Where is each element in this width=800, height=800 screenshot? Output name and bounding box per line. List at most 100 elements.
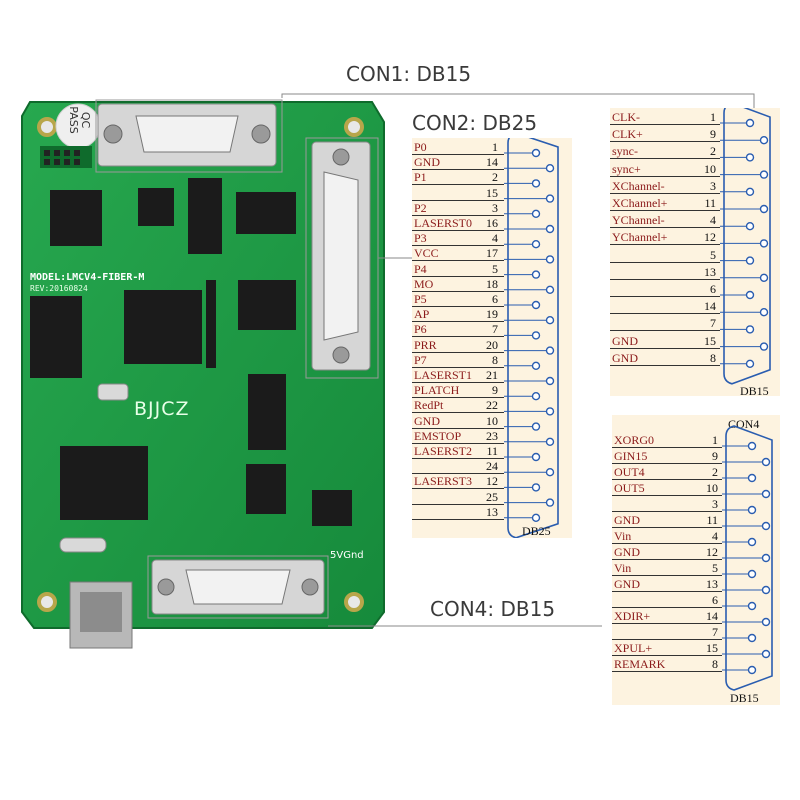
signal-name: OUT4 [614, 465, 645, 479]
signal-underline [412, 503, 504, 505]
pin-circle [747, 665, 757, 675]
pin-circle [545, 164, 555, 173]
pin-number: 5 [492, 261, 498, 276]
pin-number: 12 [486, 474, 498, 489]
pin-circle [759, 204, 769, 214]
pin-circle [531, 331, 541, 340]
signal-underline [610, 175, 720, 177]
con1-connector [97, 103, 277, 167]
signal-name: YChannel+ [612, 230, 668, 245]
signal-underline [412, 154, 504, 155]
pin-number: 15 [486, 185, 498, 200]
connector-callout-boxes [95, 99, 379, 619]
signal-underline [412, 382, 504, 383]
pin-number: 6 [712, 593, 718, 607]
signal-underline [412, 458, 504, 459]
signal-underline [610, 210, 720, 211]
pin-circle [545, 346, 555, 355]
pin-circle [747, 633, 757, 643]
power-label: 5VGnd [330, 550, 364, 561]
pin-circle [745, 290, 755, 300]
con2-connector [311, 141, 371, 371]
pin-number: 21 [486, 368, 498, 382]
pin-circle [761, 585, 771, 595]
pin-number: 9 [710, 127, 716, 142]
signal-underline [412, 442, 504, 444]
pin-circle [531, 179, 541, 188]
con4-pin-row: Vin 4 [612, 529, 780, 545]
crystal [97, 383, 129, 401]
pin-circle [531, 392, 541, 401]
pin-number: 12 [704, 230, 716, 245]
signal-name: XDIR+ [614, 609, 651, 623]
con2-pin-row: LASERST1 21 [412, 368, 572, 384]
pin-number: 4 [712, 529, 718, 543]
signal-name: CLK- [612, 110, 640, 124]
pin-number: 6 [492, 292, 498, 306]
pin-number: 8 [492, 352, 498, 367]
con1-pin-row: 14 [610, 299, 780, 315]
signal-name: Vin [614, 529, 632, 543]
pin-number: 24 [486, 459, 498, 474]
signal-underline [612, 607, 722, 608]
con1-pin-row: CLK-1 [610, 110, 780, 126]
signal-name: GND [614, 577, 640, 591]
pin-circle [747, 537, 757, 547]
pin-number: 10 [486, 413, 498, 428]
signal-underline [612, 575, 722, 576]
con4-pin-row: XPUL+15 [612, 641, 780, 657]
pin-circle [531, 239, 541, 249]
pin-number: 14 [704, 299, 716, 314]
brand-text: BJJCZ [134, 398, 190, 420]
con1-pin-row: CLK+9 [610, 127, 780, 143]
signal-name: REMARK [614, 657, 666, 671]
pin-circle [545, 315, 555, 325]
pin-circle [747, 569, 757, 579]
pin-circle [545, 255, 555, 264]
signal-name: XORG0 [614, 433, 655, 447]
pin-number: 4 [710, 213, 716, 228]
pin-circle [545, 376, 555, 386]
signal-name: sync- [612, 144, 638, 159]
pin-number: 8 [712, 657, 718, 671]
pin-circle [545, 437, 555, 446]
signal-name: LASERST2 [414, 444, 473, 458]
signal-underline [612, 543, 722, 544]
con4-connector-symbol [722, 425, 773, 691]
signal-name: LASERST1 [414, 368, 473, 382]
con1-pin-row: 13 [610, 265, 780, 281]
pin-number: 10 [704, 161, 716, 176]
con4-pin-row: 6 [612, 593, 780, 609]
usb-port [69, 581, 133, 649]
signal-underline [412, 245, 504, 247]
pin-circle [745, 221, 755, 231]
pin-circle [745, 325, 755, 334]
signal-underline [412, 473, 504, 475]
pin-circle [761, 617, 771, 627]
signal-underline [612, 671, 722, 672]
pin-number: 5 [710, 247, 716, 262]
signal-underline [612, 527, 722, 528]
pin-number: 18 [486, 276, 498, 291]
signal-underline [610, 313, 720, 315]
con1-pin-row: YChannel+ 12 [610, 230, 780, 246]
chips [30, 178, 352, 526]
signal-underline [412, 321, 504, 323]
pin-circle [545, 498, 555, 507]
signal-name: LASERST3 [414, 474, 473, 489]
pin-circle [761, 489, 771, 499]
pin-circle [545, 468, 555, 477]
